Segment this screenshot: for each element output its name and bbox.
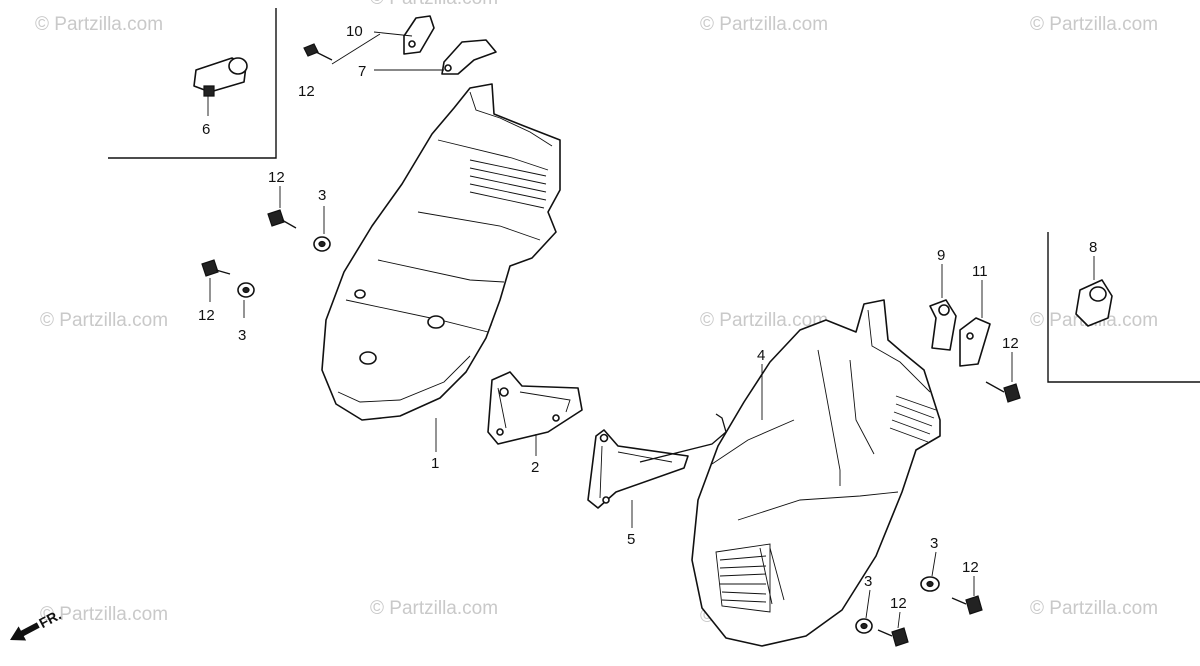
callout-12: 12 <box>1002 335 1019 352</box>
watermark: © Partzilla.com <box>40 604 168 625</box>
part-8-clip <box>1075 279 1113 327</box>
callout-4: 4 <box>757 347 765 364</box>
front-direction-arrow: FR. <box>10 606 64 641</box>
callout-12: 12 <box>962 559 979 576</box>
callout-3: 3 <box>864 573 872 590</box>
part-11-clip <box>959 317 991 367</box>
part-6-clip <box>193 57 248 97</box>
part-4-right-cover <box>691 299 941 647</box>
callout-2: 2 <box>531 459 539 476</box>
grommet-icon <box>855 618 873 634</box>
callout-8: 8 <box>1089 239 1097 256</box>
inset-frame-left <box>108 8 277 159</box>
callout-6: 6 <box>202 121 210 138</box>
part-1-left-cover <box>321 83 561 421</box>
part-2-bracket <box>487 371 583 445</box>
callout-11: 11 <box>972 263 988 280</box>
part-9-clip <box>929 299 957 351</box>
callout-5: 5 <box>627 531 635 548</box>
watermark: © Partzilla.com <box>700 14 828 35</box>
part-10-bracket <box>403 15 435 55</box>
watermark: © Partzilla.com <box>370 0 498 9</box>
callout-12: 12 <box>298 83 315 100</box>
callouts: 10 7 12 6 12 3 12 3 1 2 5 4 9 11 12 8 3 … <box>198 23 1097 612</box>
bolt-icon <box>201 259 231 277</box>
callout-9: 9 <box>937 247 945 264</box>
watermark: © Partzilla.com <box>1030 598 1158 619</box>
watermark: © Partzilla.com <box>700 310 828 331</box>
part-7-bracket <box>441 39 497 75</box>
part-5-bracket <box>587 413 727 509</box>
leader-lines <box>207 31 1095 629</box>
watermark: © Partzilla.com <box>35 14 163 35</box>
callout-1: 1 <box>431 455 439 472</box>
callout-3: 3 <box>930 535 938 552</box>
grommet-icon <box>237 282 255 298</box>
bolt-icon <box>303 43 333 61</box>
callout-12: 12 <box>198 307 215 324</box>
bolt-icon <box>877 627 909 647</box>
grommet-icon <box>313 236 331 252</box>
watermark: © Partzilla.com <box>1030 14 1158 35</box>
callout-12: 12 <box>268 169 285 186</box>
bolt-icon <box>951 595 983 615</box>
callout-3: 3 <box>318 187 326 204</box>
bolt-icon <box>985 381 1021 403</box>
watermark: © Partzilla.com <box>40 310 168 331</box>
bolt-icon <box>267 209 297 229</box>
grommet-icon <box>920 576 940 592</box>
watermark: © Partzilla.com <box>370 598 498 619</box>
callout-12: 12 <box>890 595 907 612</box>
inset-frame-right <box>1047 232 1200 383</box>
callout-10: 10 <box>346 23 363 40</box>
callout-3: 3 <box>238 327 246 344</box>
callout-7: 7 <box>358 63 366 80</box>
